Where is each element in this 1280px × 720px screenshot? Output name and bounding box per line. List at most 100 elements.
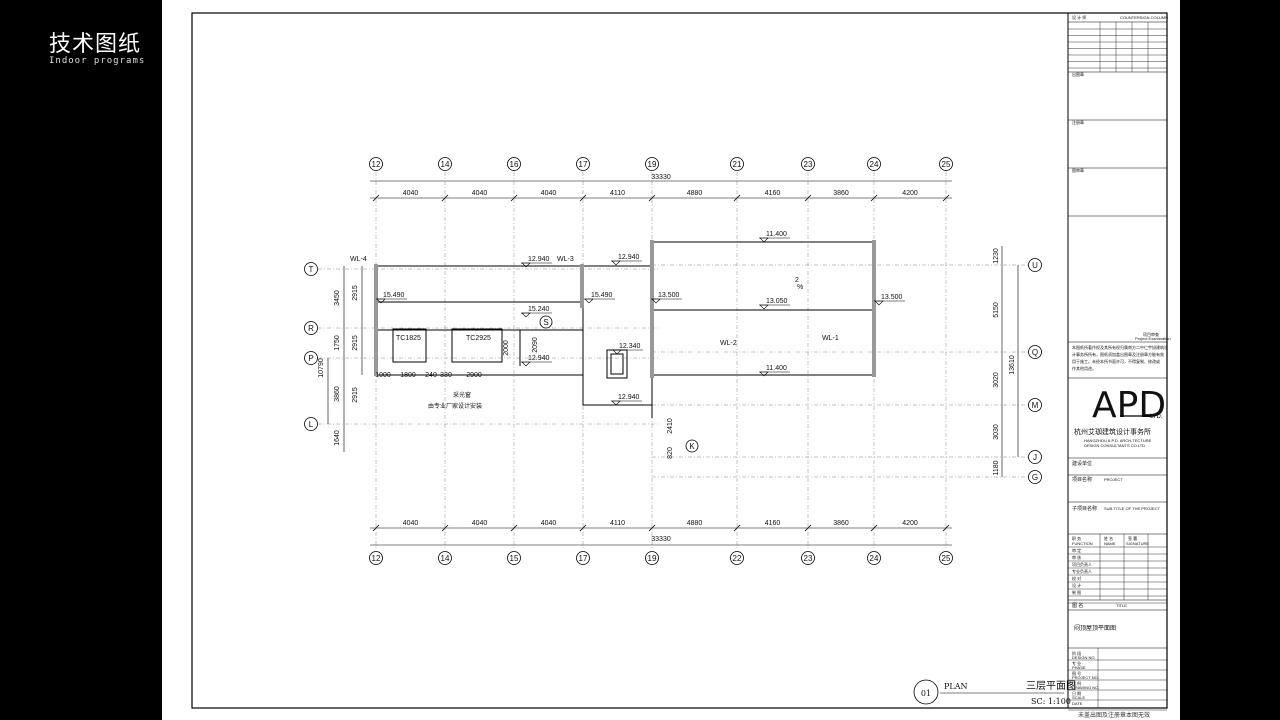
level-mark-2 — [611, 260, 621, 266]
window-tc2925: TC2925 — [466, 335, 491, 342]
level-mark-8 — [521, 312, 531, 318]
axis-bottom-12: 12 — [372, 554, 381, 563]
tb-section-4-en: Project Examination — [1135, 336, 1171, 341]
tb-staff-row-0: 审 定 — [1072, 547, 1081, 553]
plan-number: 01 — [921, 689, 931, 698]
dim-bottom-1: 4040 — [472, 520, 488, 527]
title-block-rows — [1068, 534, 1167, 711]
tb-drawing-name-en: TITLE — [1116, 603, 1127, 608]
dim-top-tick-2 — [510, 194, 518, 202]
tb-staff-row-2: 项目负责人 — [1072, 561, 1092, 567]
dim-inner-5: 330 — [440, 372, 452, 379]
level-8: 15.240 — [528, 306, 550, 313]
axis-bottom-19-circle — [645, 551, 659, 565]
axis-bottom-24-circle — [867, 551, 881, 565]
level-6: 13.050 — [766, 298, 788, 305]
level-mark-4 — [584, 298, 594, 304]
axis-bottom-22: 22 — [733, 554, 742, 563]
axis-top-12: 12 — [372, 160, 381, 169]
level-mark-6 — [759, 304, 769, 310]
axis-left-R: R — [308, 324, 314, 333]
drawing-sheet — [162, 0, 1180, 720]
dim-top-5: 4160 — [765, 190, 781, 197]
tb-countersign-col: COUNTERSIGN COLUMN — [1120, 15, 1168, 20]
axis-top-19-circle — [645, 157, 659, 171]
dim-right-2: 13610 — [1009, 355, 1016, 375]
axis-top-14: 14 — [441, 160, 450, 169]
tb-note-3: 用于施工。未经本所书面许可，不得复制、修改或 — [1072, 358, 1160, 364]
level-1: 12.940 — [528, 256, 550, 263]
axis-top-19: 19 — [648, 160, 657, 169]
left-sidebar: 技术图纸 Indoor programs — [0, 0, 162, 720]
tb-client-label: 建设单位 — [1072, 460, 1092, 467]
axis-left-P: P — [308, 354, 313, 363]
axis-right-U: U — [1032, 261, 1038, 270]
axis-bottom-22-circle — [730, 551, 744, 565]
level-mark-12 — [611, 400, 621, 406]
dim-top-tick-4 — [648, 194, 656, 202]
level-0: 11.400 — [766, 231, 787, 238]
tb-bottom-row-en-4: SCALE — [1072, 695, 1085, 700]
tb-bottom-row-4: 日 期 — [1072, 690, 1081, 696]
dim-bottom-tick-2 — [510, 524, 518, 532]
dim-bottom-3: 4110 — [610, 520, 625, 527]
axis-right-M-circle — [1028, 398, 1042, 412]
dim-top-tick-1 — [441, 194, 449, 202]
axis-top-23-circle — [801, 157, 815, 171]
plan-title: 三层平面图 — [1026, 680, 1076, 692]
axis-right-Q-circle — [1028, 345, 1042, 359]
dim-bottom-0: 4040 — [403, 520, 419, 527]
tb-staff-h2-en: NAME — [1104, 541, 1116, 546]
tb-project-label: 项目名称 — [1072, 476, 1092, 483]
tb-bottom-row-en-3: DRAWING NO. — [1072, 685, 1099, 690]
axis-top-17: 17 — [579, 160, 588, 169]
level-5: 13.500 — [658, 292, 680, 299]
axis-top-25-circle — [939, 157, 953, 171]
tb-drawing-name-label: 图 名 — [1072, 602, 1083, 609]
right-margin — [1180, 0, 1280, 720]
svg-text:S: S — [543, 318, 548, 327]
dim-right-3: 3020 — [993, 372, 1000, 388]
dim-left-4: 2915 — [352, 387, 359, 403]
axis-s: S — [539, 315, 553, 329]
dim-bottom-tick-1 — [441, 524, 449, 532]
level-12: 12.940 — [618, 394, 640, 401]
axis-bottom-23-circle — [801, 551, 815, 565]
dim-inner-2: 1000 — [375, 372, 391, 379]
dim-inner-0: 2000 — [503, 340, 510, 356]
dim-inner-1: 2090 — [532, 337, 539, 353]
tb-section-4: 项目审查 — [1143, 331, 1159, 337]
tb-staff-h3: 签 署 — [1128, 535, 1137, 541]
dim-bottom-6: 3860 — [833, 520, 849, 527]
tb-bottom-row-2: 图 号 — [1072, 670, 1081, 676]
walls — [374, 240, 876, 378]
company-name-en-1: HANGZHOU A.P.D. ARCH-TECTURE — [1084, 438, 1152, 443]
page-title: 技术图纸 — [49, 32, 142, 57]
dim-bottom-tick-6 — [804, 524, 812, 532]
title-block-lines — [1068, 21, 1167, 649]
dim-inner-6: 2900 — [466, 372, 482, 379]
axis-right-Q: Q — [1032, 348, 1038, 357]
slope-percent: % — [797, 284, 803, 291]
tb-staff-h1-en: FUNCTION — [1072, 541, 1093, 546]
dim-top-3: 4110 — [610, 190, 625, 197]
plan-scale: SC: 1:100 — [1031, 697, 1071, 706]
dim-bottom-4: 4880 — [687, 520, 703, 527]
tb-staff-h2: 姓 名 — [1104, 535, 1113, 541]
level-2: 12.940 — [618, 254, 640, 261]
tb-bottom-row-3: 比 例 — [1072, 680, 1081, 686]
note-skylight: 采光窗 — [453, 391, 471, 399]
drawing-labels: WL-4 WL-3 WL-2 WL-1 TC1825 TC2925 采光窗 由专… — [350, 256, 839, 453]
dim-bottom-tick-4 — [648, 524, 656, 532]
axis-right-M: M — [1032, 401, 1039, 410]
dim-right-5: 1180 — [993, 460, 1000, 475]
axis-left-L: L — [309, 420, 314, 429]
axis-top-24: 24 — [870, 160, 879, 169]
axis-top-17-circle — [576, 157, 590, 171]
axis-top-21-circle — [730, 157, 744, 171]
company-name-en-2: DESIGN CONSULTANTS CO.LTD — [1084, 443, 1145, 448]
tb-staff-row-4: 校 对 — [1072, 575, 1081, 581]
tb-bottom-row-en-5: DATE — [1072, 701, 1083, 706]
